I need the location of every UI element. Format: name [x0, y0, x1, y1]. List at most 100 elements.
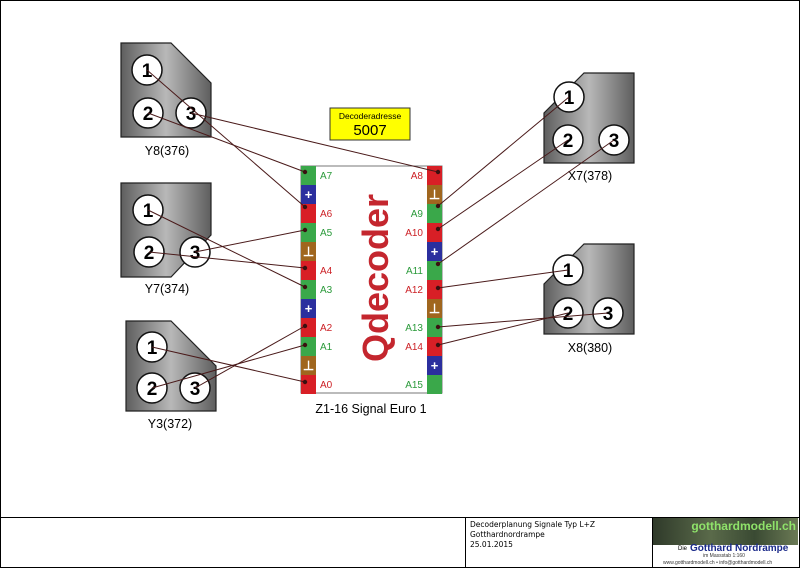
pin-label-a6: A6 — [320, 209, 333, 220]
brand-prefix: Die — [678, 546, 688, 552]
signal-y7: 1 2 3Y7(374) — [120, 182, 212, 296]
title-line-1: Decoderplanung Signale Typ L+Z — [470, 520, 596, 529]
pin-label-a5: A5 — [320, 228, 333, 239]
wire-end — [435, 169, 441, 175]
pin-block — [301, 223, 316, 242]
lamp-number: 1 — [143, 201, 154, 222]
pin-label-a3: A3 — [320, 285, 333, 296]
wire-end — [435, 261, 441, 267]
pin-label-a11: A11 — [406, 266, 423, 277]
wire — [437, 312, 609, 328]
brand-scale: im Massstab 1:160 — [703, 553, 745, 559]
lamp-number: 2 — [563, 304, 574, 325]
wire-end — [302, 323, 308, 329]
lamp-number: 3 — [603, 304, 614, 325]
pin-block — [301, 166, 316, 185]
wire-end — [435, 342, 441, 348]
wire-end — [435, 324, 441, 330]
wire — [190, 112, 439, 173]
decoder-address-box: Decoderadresse 5007 — [329, 107, 411, 141]
plus-symbol: + — [431, 244, 439, 259]
wire — [146, 69, 306, 208]
address-background — [329, 107, 411, 141]
lamp-number: 2 — [143, 104, 154, 125]
wires — [146, 69, 615, 389]
plus-symbol: + — [305, 301, 313, 316]
wire-end — [302, 265, 308, 271]
wire — [194, 325, 306, 389]
pin-label-a7: A7 — [320, 171, 333, 182]
wire-end — [302, 169, 308, 175]
pin-block — [301, 261, 316, 280]
signal-label: X8(380) — [568, 341, 612, 355]
pin-block — [301, 185, 316, 204]
wire-end — [302, 379, 308, 385]
wire — [437, 139, 615, 265]
brand-name: Gotthard Nordrampe — [690, 543, 789, 554]
decoder-body — [300, 165, 443, 394]
pin-label-a4: A4 — [320, 266, 333, 277]
wire — [437, 139, 569, 230]
address-value: 5007 — [353, 122, 386, 139]
lamp-number: 1 — [564, 88, 575, 109]
pin-block — [427, 356, 442, 375]
pin-label-a12: A12 — [405, 285, 423, 296]
pin-label-a9: A9 — [411, 209, 424, 220]
wire — [147, 112, 306, 173]
qdecoder-logo: Qdecoder — [355, 194, 396, 362]
lamp-number: 2 — [144, 243, 155, 264]
pin-label-a0: A0 — [320, 380, 333, 391]
lamp-number: 3 — [186, 104, 197, 125]
signal-label: Y7(374) — [145, 282, 189, 296]
pin-block — [427, 166, 442, 185]
wire-end — [302, 284, 308, 290]
ground-symbol: ⊥ — [303, 358, 314, 373]
wire — [147, 209, 306, 288]
wire-end — [435, 285, 441, 291]
pin-block — [427, 185, 442, 204]
pin-block — [301, 356, 316, 375]
pin-block — [301, 299, 316, 318]
pin-label-a10: A10 — [405, 228, 423, 239]
decoder-caption: Z1-16 Signal Euro 1 — [315, 402, 426, 416]
lamp-number: 3 — [190, 243, 201, 264]
wire-end — [302, 204, 308, 210]
pin-block — [301, 375, 316, 394]
title-line-2: Gotthardnordrampe — [470, 530, 545, 539]
gotthardmodell-logo: gotthardmodell.ch — [653, 518, 798, 545]
ground-symbol: ⊥ — [303, 244, 314, 259]
pin-block — [301, 337, 316, 356]
signal-label: Y3(372) — [148, 417, 192, 431]
logo-text: gotthardmodell.ch — [691, 519, 796, 533]
address-label: Decoderadresse — [339, 111, 402, 121]
lamp-number: 3 — [609, 131, 620, 152]
wire-end — [435, 203, 441, 209]
lamp-number: 1 — [142, 61, 153, 82]
brand-contact: www.gotthardmodell.ch • info@gotthardmod… — [663, 560, 773, 566]
pin-block — [427, 280, 442, 299]
plus-symbol: + — [431, 358, 439, 373]
signal-label: X7(378) — [568, 169, 612, 183]
pin-block — [427, 375, 442, 394]
pin-block — [427, 337, 442, 356]
pin-label-a15: A15 — [405, 380, 423, 391]
pin-label-a14: A14 — [405, 342, 423, 353]
wire — [151, 344, 306, 389]
ground-symbol: ⊥ — [429, 187, 440, 202]
lamp-number: 3 — [190, 379, 201, 400]
wire — [437, 96, 570, 207]
pin-label-a1: A1 — [320, 342, 333, 353]
wire-end — [302, 227, 308, 233]
wire-end — [435, 226, 441, 232]
title-line-3: 25.01.2015 — [470, 540, 513, 549]
pin-block — [301, 280, 316, 299]
lamp-number: 1 — [147, 338, 158, 359]
wire — [437, 269, 569, 289]
pin-block — [427, 299, 442, 318]
